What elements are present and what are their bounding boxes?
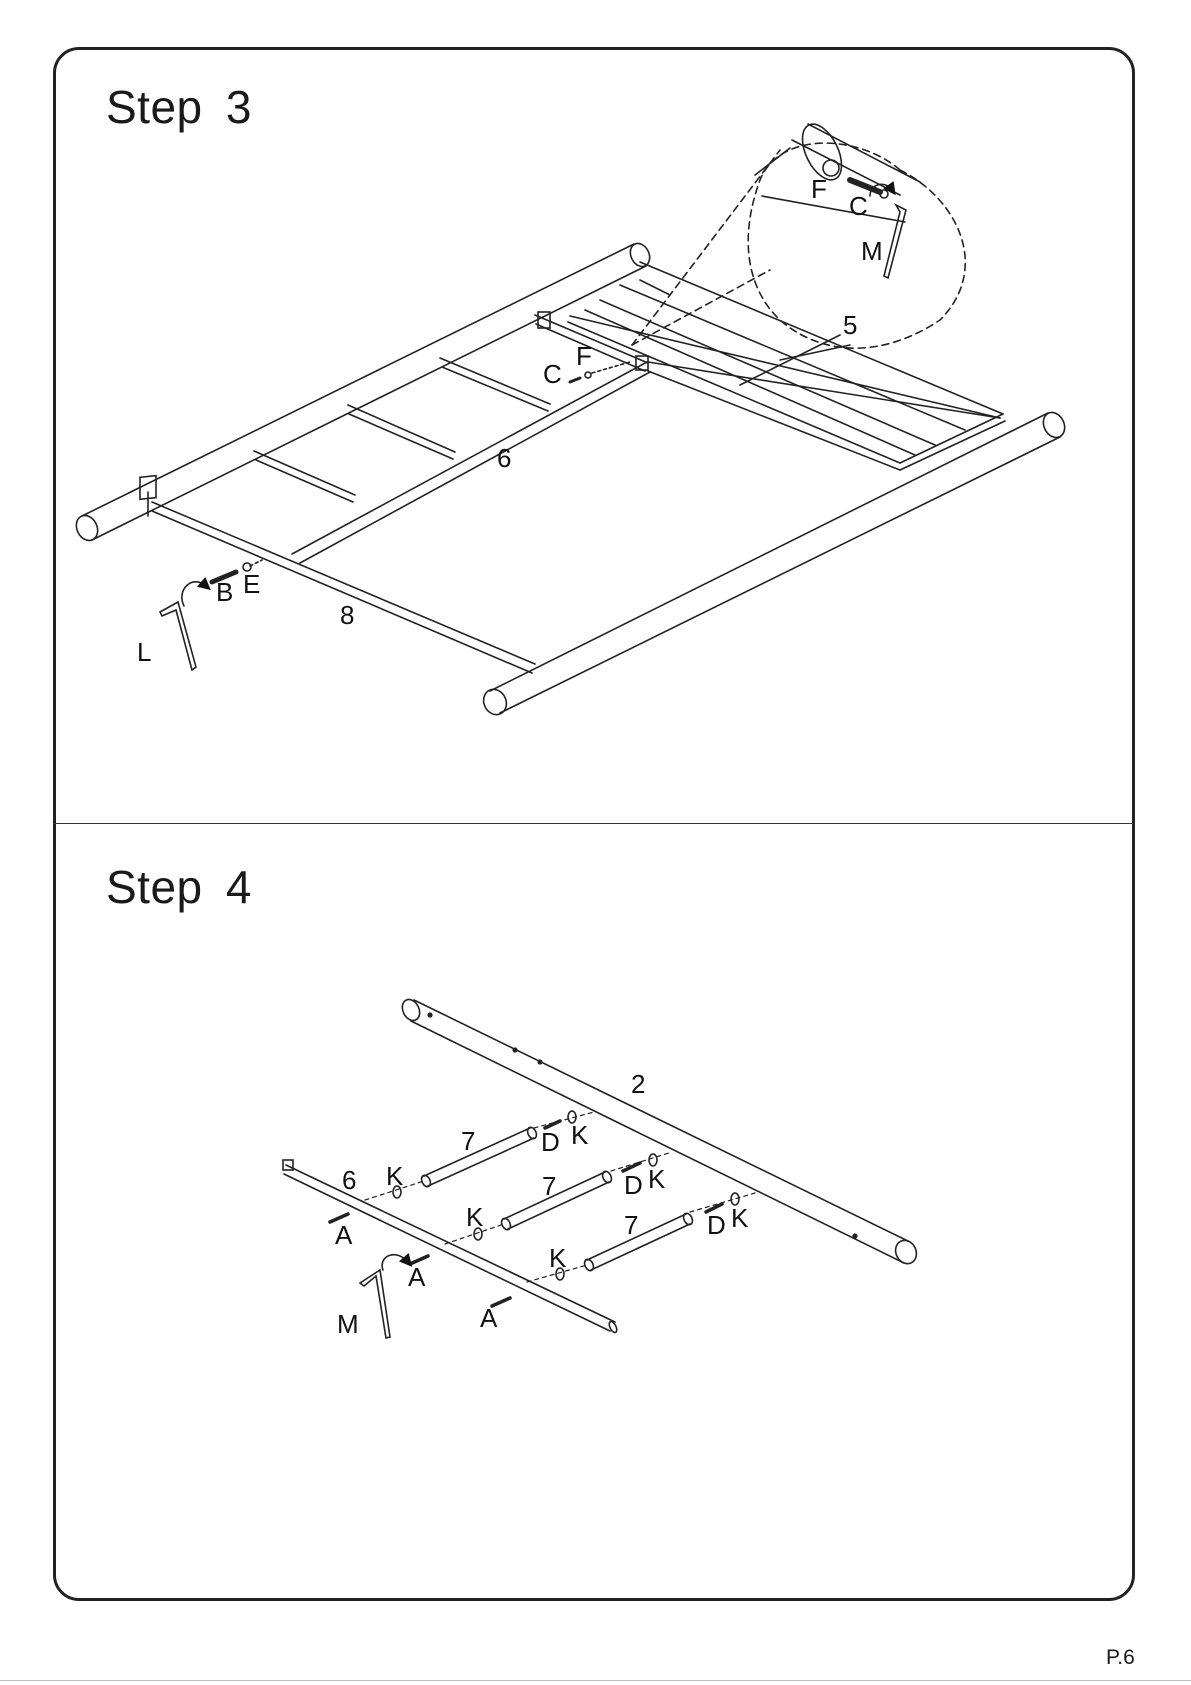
rotate-arrow-icon bbox=[182, 582, 206, 606]
label-a-1: A bbox=[335, 1220, 353, 1250]
part-7-slat-top bbox=[420, 1126, 538, 1188]
label-f-detail: F bbox=[811, 174, 827, 204]
label-d-3: D bbox=[707, 1210, 726, 1240]
step3-detail-callout bbox=[632, 118, 965, 348]
part-6-centre-rail bbox=[292, 362, 650, 563]
part-7-slat-mid bbox=[500, 1170, 613, 1231]
label-part-6: 6 bbox=[497, 443, 511, 473]
label-k-1: K bbox=[386, 1161, 404, 1191]
label-a-3: A bbox=[480, 1303, 498, 1333]
label-k-6: K bbox=[731, 1203, 749, 1233]
label-part-6-step4: 6 bbox=[342, 1165, 356, 1195]
label-k-5: K bbox=[648, 1164, 666, 1194]
bottom-edge bbox=[0, 1680, 1191, 1681]
label-part-5: 5 bbox=[843, 310, 857, 340]
label-m: M bbox=[337, 1309, 359, 1339]
label-l: L bbox=[137, 637, 151, 667]
label-d-1: D bbox=[541, 1127, 560, 1157]
part-8-front-rail bbox=[140, 476, 535, 673]
part-7-slat-low bbox=[583, 1212, 694, 1272]
allen-key-m-icon bbox=[360, 1270, 390, 1338]
label-part-2: 2 bbox=[631, 1069, 645, 1099]
label-k-2: K bbox=[466, 1202, 484, 1232]
step3-diagram bbox=[72, 118, 1068, 718]
label-a-2: A bbox=[408, 1262, 426, 1292]
label-part-7-low: 7 bbox=[624, 1210, 638, 1240]
part-6-angle-rail bbox=[283, 1160, 618, 1334]
label-m-detail: M bbox=[861, 236, 883, 266]
label-b: B bbox=[216, 577, 233, 607]
label-f-main: F bbox=[576, 341, 592, 371]
label-k-4: K bbox=[571, 1120, 589, 1150]
step3-left-rail bbox=[72, 240, 653, 544]
label-c-detail: C bbox=[849, 191, 868, 221]
label-e: E bbox=[243, 569, 260, 599]
step3-right-rail bbox=[479, 409, 1068, 719]
label-part-8: 8 bbox=[340, 600, 354, 630]
label-part-7-top: 7 bbox=[461, 1126, 475, 1156]
label-k-3: K bbox=[549, 1243, 567, 1273]
label-part-7-mid: 7 bbox=[542, 1171, 556, 1201]
label-c-main: C bbox=[543, 359, 562, 389]
allen-key-l-icon bbox=[160, 602, 196, 670]
rotate-arrow-icon-step4 bbox=[382, 1255, 408, 1270]
label-d-2: D bbox=[624, 1170, 643, 1200]
step4-diagram bbox=[283, 997, 920, 1338]
